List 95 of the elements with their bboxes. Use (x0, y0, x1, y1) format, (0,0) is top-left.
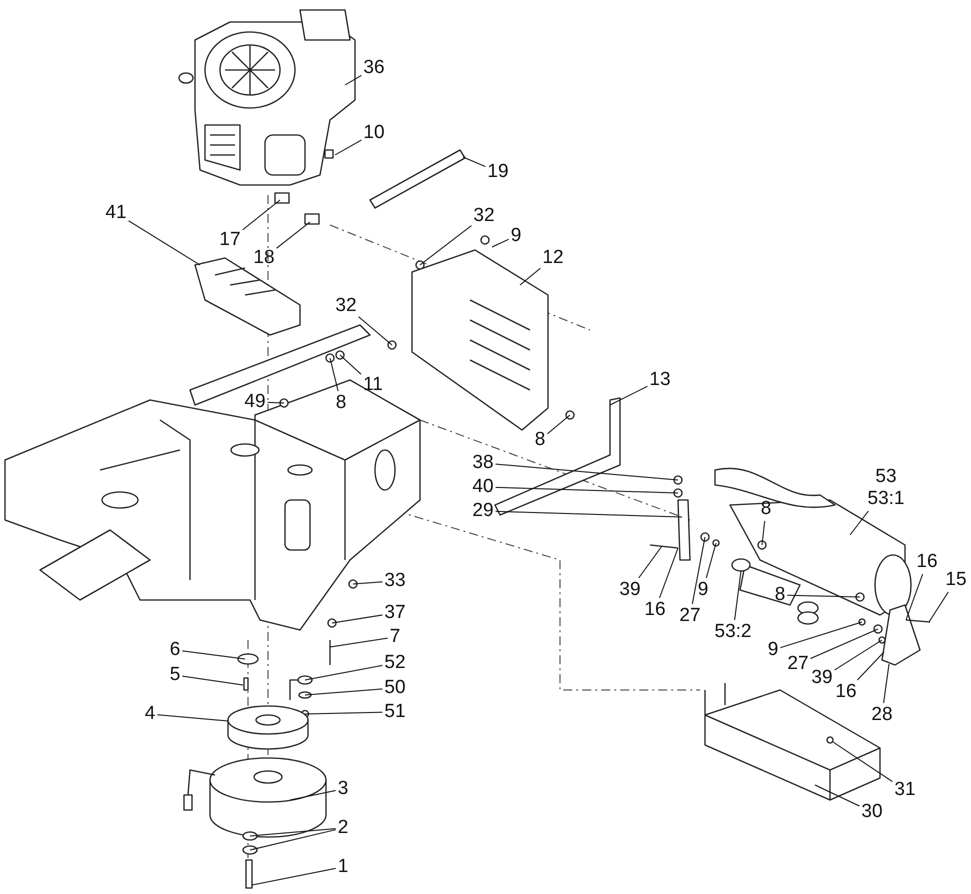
leader-line (906, 574, 924, 620)
leader-line (762, 520, 766, 546)
callout-number: 5 (170, 664, 180, 686)
callout-number: 11 (363, 374, 383, 396)
leader-line (610, 386, 648, 406)
callout-number: 9 (510, 225, 522, 247)
callout-number: 51 (384, 701, 406, 723)
callout-number: 8 (336, 392, 346, 414)
leader-line (344, 74, 362, 86)
callout-number: 28 (871, 704, 893, 726)
leader-line (520, 268, 541, 286)
callout-number: 52 (384, 652, 406, 674)
callout-number: 8 (774, 584, 786, 606)
callout-number: 53 53:1 (868, 466, 904, 510)
leader-line (734, 570, 742, 620)
callout-number: 32 (335, 295, 357, 317)
leader-line (883, 664, 890, 704)
leader-line (786, 594, 860, 598)
callout-number: 7 (390, 626, 400, 648)
leader-line (638, 546, 662, 578)
leader-line (267, 402, 284, 404)
leader-line (495, 486, 678, 494)
callout-number: 9 (698, 579, 708, 601)
callout-number: 16 (835, 681, 857, 703)
leader-line (492, 238, 510, 248)
callout-number: 16 (644, 599, 666, 621)
leader-line (290, 790, 336, 800)
callout-number: 53:2 (714, 621, 752, 643)
callout-number: 12 (542, 247, 564, 269)
leader-line (834, 640, 882, 670)
leader-line (495, 464, 678, 480)
leader-line (420, 225, 472, 266)
callout-number: 29 (472, 500, 494, 522)
callout-number: 13 (649, 369, 671, 391)
callout-number: 16 (916, 551, 938, 573)
callout-number: 31 (894, 779, 916, 801)
leader-line (462, 156, 486, 168)
leader-line (546, 414, 570, 434)
callout-number: 30 (861, 801, 883, 823)
leader-line (928, 592, 949, 622)
leader-line (304, 712, 383, 714)
leader-line (330, 358, 339, 392)
callout-number: 2 (338, 817, 348, 839)
leader-line (182, 676, 244, 686)
callout-number: 18 (253, 247, 275, 269)
leader-line (304, 664, 383, 680)
callout-number: 39 (619, 579, 641, 601)
leader-line (810, 628, 878, 659)
callout-number: 41 (105, 202, 127, 224)
callout-number: 36 (363, 57, 385, 79)
leader-line (814, 784, 860, 806)
callout-number: 37 (384, 602, 406, 624)
callout-number: 15 (945, 569, 967, 591)
leader-line (706, 542, 716, 578)
leader-line (332, 614, 383, 624)
leader-line (850, 510, 869, 536)
leader-line (352, 581, 383, 584)
leader-line (182, 650, 246, 660)
callout-number: 17 (219, 229, 241, 251)
callout-number: 39 (811, 667, 833, 689)
leader-line (304, 688, 383, 696)
callout-number: 10 (363, 122, 385, 144)
callout-number: 27 (787, 653, 809, 675)
callout-number: 32 (473, 205, 495, 227)
leader-line (659, 548, 678, 598)
leader-line (692, 536, 706, 604)
leader-line (252, 868, 336, 886)
callout-number: 50 (384, 677, 406, 699)
leader-line (156, 714, 228, 722)
callout-number: 4 (144, 703, 156, 725)
callout-number: 19 (487, 161, 509, 183)
callout-number: 6 (170, 639, 180, 661)
leader-line (856, 652, 884, 680)
callout-number: 40 (472, 476, 494, 498)
leader-line (340, 354, 362, 375)
callout-number: 38 (472, 452, 494, 474)
callout-number: 1 (338, 856, 348, 878)
leader-line (334, 140, 362, 156)
callout-number: 3 (338, 778, 348, 800)
callout-number: 27 (679, 605, 701, 627)
leader-line (276, 222, 310, 249)
leader-line (358, 316, 392, 346)
callout-number: 49 (244, 391, 266, 413)
leader-line (128, 220, 200, 266)
leader-line (832, 742, 893, 782)
callout-number: 8 (534, 429, 546, 451)
leader-line (250, 829, 336, 850)
leader-line (242, 200, 280, 230)
callout-number: 9 (768, 639, 778, 661)
callout-number: 8 (760, 498, 772, 520)
leader-line (780, 622, 862, 648)
leader-line (495, 510, 682, 518)
callout-number: 33 (384, 570, 406, 592)
leader-line (330, 638, 388, 648)
leader-line (250, 828, 336, 836)
